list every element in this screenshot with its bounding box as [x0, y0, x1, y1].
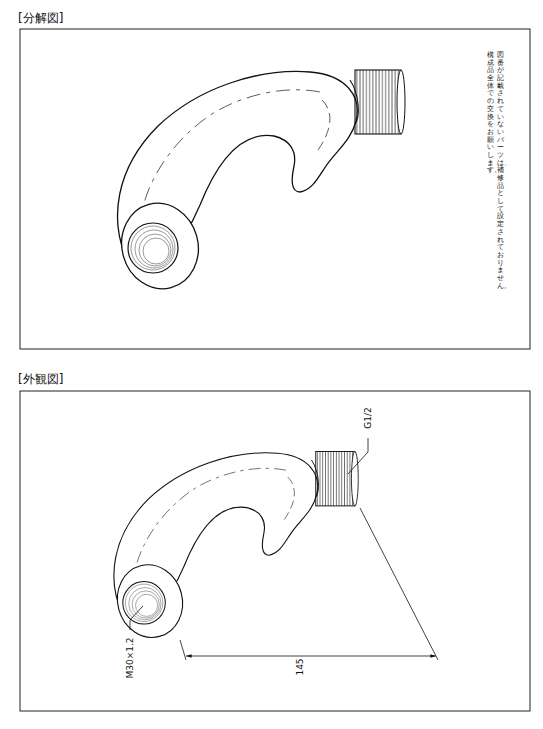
dimension-line [186, 656, 436, 657]
view-heading: [分解図] [18, 10, 63, 27]
thread-size: M30×1.2 [125, 636, 135, 679]
panel-frame [20, 391, 530, 711]
leader-line [348, 438, 368, 474]
panel-frame [20, 29, 530, 349]
note-text: 構成品全体での交換をお願いします。 [487, 52, 494, 175]
leader-line [130, 606, 143, 630]
extension-line [360, 508, 438, 660]
dimension-value: 145 [295, 657, 305, 676]
extension-line [180, 640, 186, 660]
view-heading: [外観図] [18, 371, 63, 388]
spout-exploded [112, 70, 405, 297]
thread-size: G1/2 [363, 406, 373, 429]
spout-exterior [109, 452, 358, 645]
note-text: 図番が記載されていないパーツは、補修品として設定されておりません。 [497, 52, 504, 290]
